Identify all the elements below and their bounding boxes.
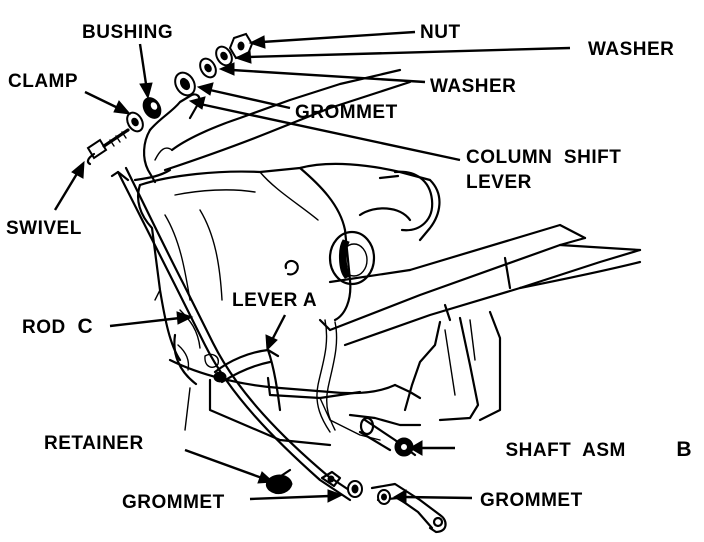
label-rod-letter: C — [78, 315, 94, 338]
frame-crossmember — [266, 223, 642, 441]
shift-rod-c — [110, 166, 360, 502]
top-hardware-stack — [86, 32, 254, 166]
hanging-wire — [316, 319, 338, 433]
labels: NUT BUSHING WASHER WASHER CLAMP GROMMET … — [6, 22, 704, 513]
label-column-shift-line2: LEVER — [466, 172, 532, 193]
leader-lines — [53, 30, 571, 505]
label-washer-1: WASHER — [588, 39, 674, 60]
label-swivel: SWIVEL — [6, 218, 82, 239]
label-grommet-top: GROMMET — [295, 102, 398, 123]
label-nut: NUT — [420, 22, 461, 43]
label-shaft-asm-letter: B — [676, 438, 692, 461]
lever-a — [213, 348, 282, 412]
label-column-shift-line1: COLUMN SHIFT — [466, 147, 621, 168]
label-retainer: RETAINER — [44, 433, 144, 454]
label-bushing: BUSHING — [82, 22, 173, 43]
bottom-linkage — [265, 468, 447, 534]
shaft-asm-b — [358, 416, 417, 457]
label-washer-2: WASHER — [430, 76, 516, 97]
label-rod: ROD C — [22, 315, 93, 338]
label-clamp: CLAMP — [8, 71, 78, 92]
label-lever-a: LEVER A — [232, 290, 317, 311]
label-shaft-asm: SHAFT ASM B — [465, 438, 704, 461]
label-grommet-bottom-right: GROMMET — [480, 490, 583, 511]
label-grommet-bottom-left: GROMMET — [122, 492, 225, 513]
